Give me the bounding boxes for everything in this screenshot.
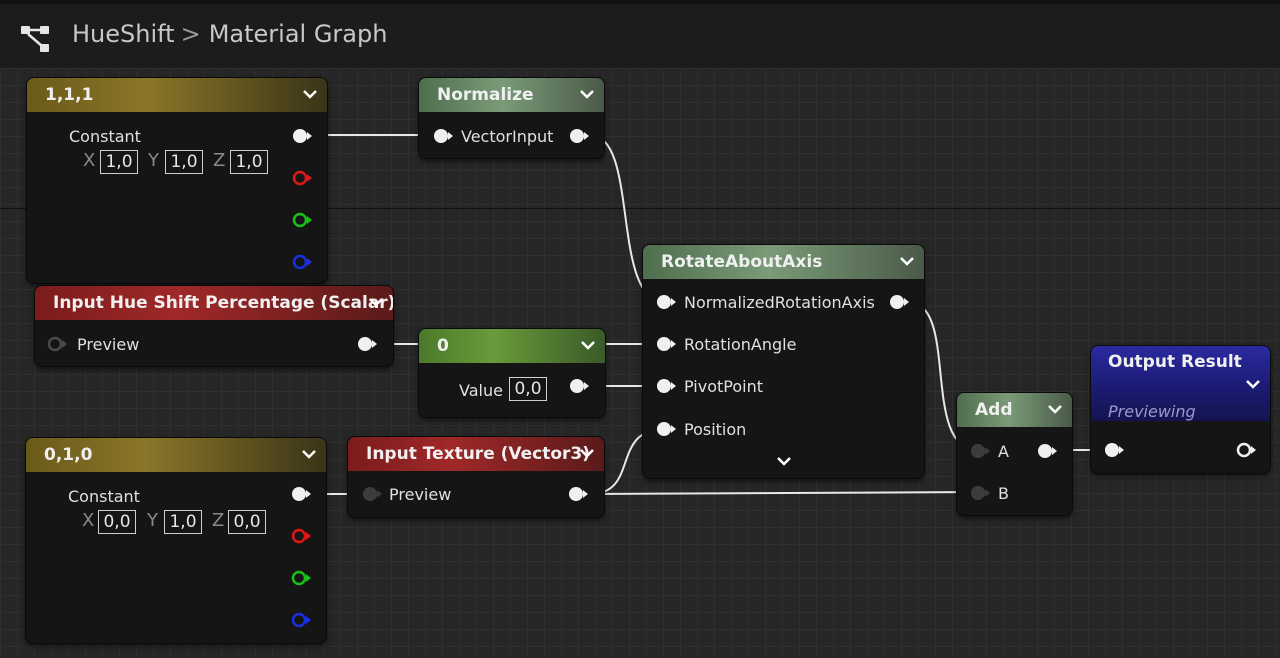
breadcrumb-separator: > [180,20,201,48]
node-output-result[interactable]: Output Result Previewing [1091,346,1270,473]
output-pin-green[interactable] [292,211,316,229]
x-value-field[interactable]: 0,0 [98,510,136,534]
input-pin[interactable] [1104,441,1128,459]
chevron-down-icon[interactable] [300,438,318,472]
y-label: Y [148,150,159,171]
breadcrumb-current: Material Graph [208,20,388,48]
y-value-field[interactable]: 1,0 [165,150,203,174]
node-normalize[interactable]: Normalize VectorInput [419,78,604,158]
pin-label-b: B [998,484,1009,503]
node-title: RotateAboutAxis [661,252,823,272]
graph-icon [21,26,49,52]
input-pin-position[interactable] [656,420,680,438]
value-label: Value [459,381,503,400]
constant-label: Constant [68,487,140,506]
preview-pin[interactable] [362,485,386,503]
input-pin-axis[interactable] [656,293,680,311]
chevron-down-icon[interactable] [898,245,916,279]
input-pin-b[interactable] [970,484,994,502]
node-add[interactable]: Add A B [957,393,1072,515]
output-pin-blue[interactable] [291,611,315,629]
node-scalar-zero[interactable]: 0 Value 0,0 [419,329,605,417]
output-pin[interactable] [569,377,593,395]
output-pin[interactable] [889,293,913,311]
chevron-down-icon[interactable] [578,78,596,112]
wire-texture-add-b [589,491,979,495]
grid-major-line [0,208,1280,209]
chevron-down-icon[interactable] [775,455,793,469]
pin-label-normalizedrotationaxis: NormalizedRotationAxis [684,293,875,312]
previewing-status: Previewing [1108,402,1196,421]
preview-label: Preview [77,335,140,354]
node-constant-1[interactable]: 1,1,1 Constant X 1,0 Y 1,0 Z 1,0 [27,78,327,283]
z-value-field[interactable]: 1,0 [230,150,268,174]
material-graph-canvas[interactable]: 1,1,1 Constant X 1,0 Y 1,0 Z 1,0 Normali… [0,68,1280,658]
pin-label-position: Position [684,420,747,439]
input-pin-vector[interactable] [433,127,457,145]
node-title: 0,1,0 [44,445,93,465]
output-pin-rgb[interactable] [292,127,316,145]
node-title: 1,1,1 [45,85,94,105]
output-pin[interactable] [1037,442,1061,460]
output-header: Output Result Previewing [1091,346,1270,421]
output-pin-rgb[interactable] [291,485,315,503]
node-rotate-about-axis[interactable]: RotateAboutAxis NormalizedRotationAxis R… [643,245,924,478]
x-label: X [83,150,96,171]
output-pin[interactable] [568,485,592,503]
chevron-down-icon[interactable] [367,286,385,320]
output-pin[interactable] [1236,441,1260,459]
node-title: Normalize [437,85,534,105]
input-pin-angle[interactable] [656,335,680,353]
output-pin-green[interactable] [291,569,315,587]
pin-label-pivotpoint: PivotPoint [684,377,763,396]
pin-label-a: A [998,442,1009,461]
node-title: 0 [437,336,449,356]
node-constant-2[interactable]: 0,1,0 Constant X 0,0 Y 1,0 Z 0,0 [26,438,326,643]
input-pin-a[interactable] [970,442,994,460]
node-title: Output Result [1108,352,1242,372]
y-label: Y [147,510,158,531]
output-pin[interactable] [569,127,593,145]
pin-label-rotationangle: RotationAngle [684,335,797,354]
node-input-texture[interactable]: Input Texture (Vector3) Preview [348,437,604,517]
output-pin[interactable] [357,335,381,353]
pin-label-vectorinput: VectorInput [461,127,554,146]
preview-pin[interactable] [47,335,71,353]
node-title: Add [975,400,1013,420]
output-pin-red[interactable] [291,527,315,545]
breadcrumb-root[interactable]: HueShift [72,20,175,48]
chevron-down-icon[interactable] [1244,378,1262,392]
output-pin-red[interactable] [292,169,316,187]
chevron-down-icon[interactable] [301,78,319,112]
z-label: Z [213,150,226,171]
preview-label: Preview [389,485,452,504]
node-title: Input Hue Shift Percentage (Scalar) [53,293,393,313]
input-pin-pivot[interactable] [656,377,680,395]
graph-toolbar: HueShift>Material Graph [0,0,1280,68]
y-value-field[interactable]: 1,0 [164,510,202,534]
x-label: X [82,510,95,531]
breadcrumb: HueShift>Material Graph [72,20,387,48]
z-value-field[interactable]: 0,0 [228,510,266,534]
node-input-hue-shift[interactable]: Input Hue Shift Percentage (Scalar) Prev… [35,286,393,366]
chevron-down-icon[interactable] [578,437,596,471]
constant-label: Constant [69,127,141,146]
output-pin-blue[interactable] [292,253,316,271]
value-field[interactable]: 0,0 [509,377,547,401]
chevron-down-icon[interactable] [579,329,597,363]
chevron-down-icon[interactable] [1046,393,1064,427]
node-title: Input Texture (Vector3) [366,444,591,464]
z-label: Z [212,510,225,531]
x-value-field[interactable]: 1,0 [100,150,138,174]
